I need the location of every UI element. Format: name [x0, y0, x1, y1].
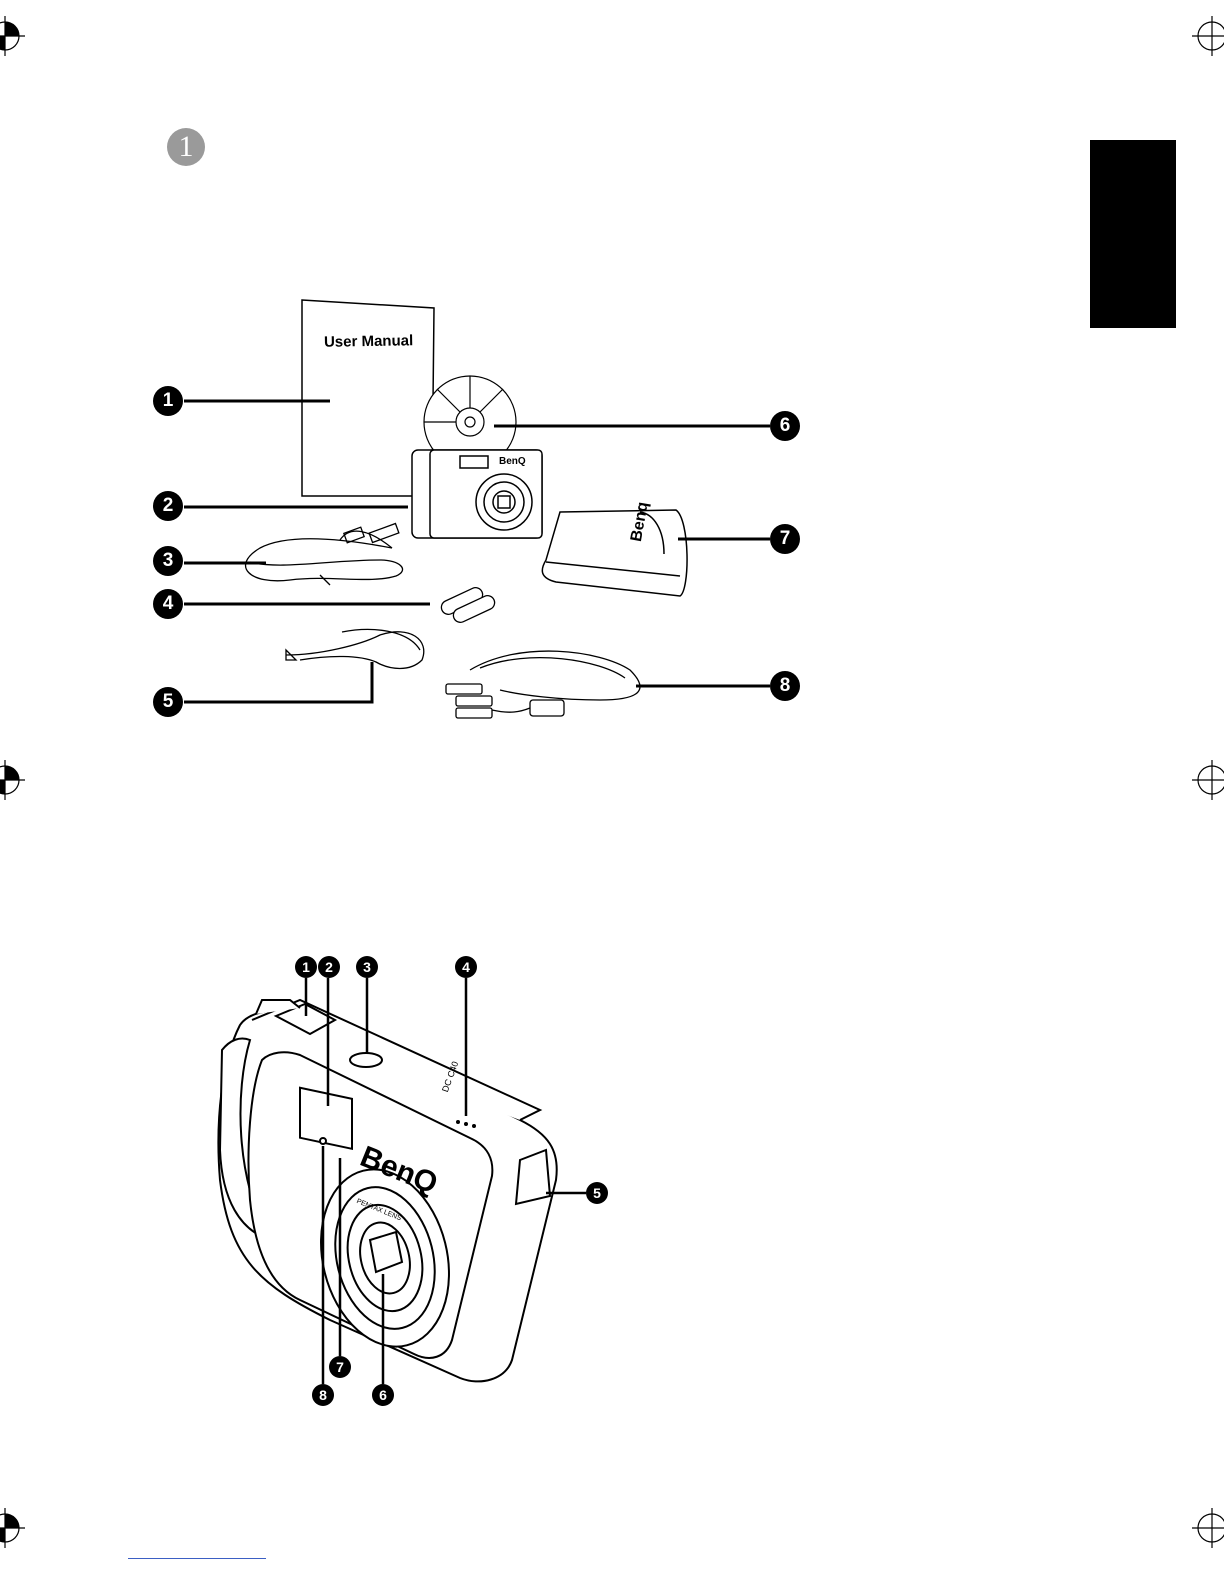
camera-callout-5: 5 — [586, 1182, 608, 1204]
camera-callout-3: 3 — [356, 956, 378, 978]
camera-callout-1: 1 — [295, 956, 317, 978]
footer-rule — [128, 1558, 266, 1559]
camera-callout-7: 7 — [329, 1356, 351, 1378]
camera-callout-8: 8 — [312, 1384, 334, 1406]
camera-callout-6: 6 — [372, 1384, 394, 1406]
camera-callout-4: 4 — [455, 956, 477, 978]
camera-callout-2: 2 — [318, 956, 340, 978]
